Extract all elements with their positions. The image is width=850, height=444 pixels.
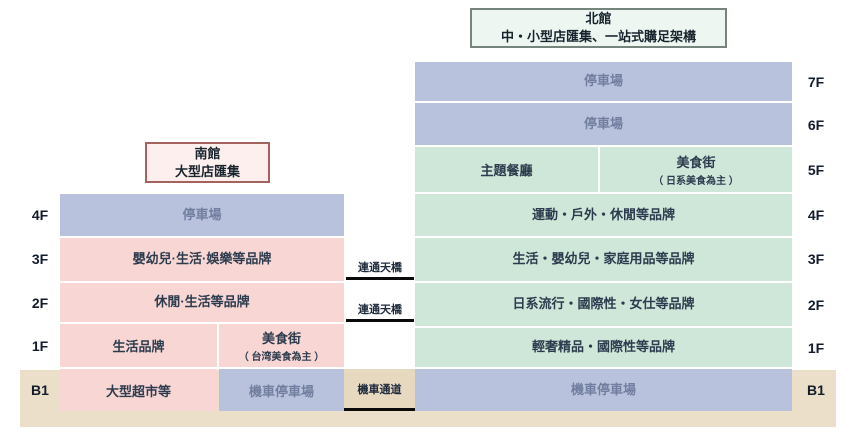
south-floor-1f: 生活品牌 美食街 （ 台湾美食為主 ） — [60, 324, 344, 367]
floor-label-right-1f: 1F — [807, 340, 825, 356]
north-building-subtitle: 中・小型店匯集、一站式購足架構 — [500, 29, 696, 44]
north-floor-b1: 機車停車場 — [415, 369, 792, 411]
north-floor-2f: 日系流行・國際性・女仕等品牌 — [415, 283, 792, 326]
north-building-title-box: 北館 中・小型店匯集、一站式購足架構 — [470, 8, 727, 48]
sky-bridge-upper: 連通天橋 — [346, 256, 414, 280]
north-building-title: 北館 — [585, 11, 612, 27]
south-floor-4f: 停車場 — [60, 194, 344, 236]
floor-label-right-7f: 7F — [807, 74, 825, 90]
floor-label-right-5f: 5F — [807, 162, 825, 178]
floor-label-right-2f: 2F — [807, 297, 825, 313]
north-floor-7f: 停車場 — [415, 62, 792, 101]
north-5f-theme-restaurant: 主題餐廳 — [415, 147, 598, 192]
south-b1-motorcycle-parking: 機車停車場 — [219, 369, 344, 411]
north-floor-5f: 主題餐廳 美食街 （ 日系美食為主 ） — [415, 147, 792, 192]
south-building-subtitle: 大型店匯集 — [174, 163, 240, 179]
sky-bridge-lower: 連通天橋 — [346, 298, 414, 322]
north-floor-6f: 停車場 — [415, 103, 792, 145]
south-floor-b1: 大型超市等 機車停車場 — [60, 369, 344, 411]
north-5f-food-street: 美食街 （ 日系美食為主 ） — [600, 147, 792, 192]
floor-label-left-b1: B1 — [31, 382, 49, 398]
floor-label-left-3f: 3F — [31, 251, 49, 267]
floor-label-left-2f: 2F — [31, 295, 49, 311]
floor-label-right-b1: B1 — [807, 382, 825, 398]
north-floor-3f: 生活・嬰幼兒・家庭用品等品牌 — [415, 238, 792, 281]
motorcycle-passage: 機車通道 — [344, 369, 415, 411]
south-1f-life-brands: 生活品牌 — [60, 324, 217, 367]
floor-label-left-1f: 1F — [31, 338, 49, 354]
floor-label-right-6f: 6F — [807, 117, 825, 133]
south-1f-food-street: 美食街 （ 台湾美食為主 ） — [219, 324, 344, 367]
south-floor-3f: 嬰幼兒·生活·娛樂等品牌 — [60, 238, 344, 281]
floor-label-right-3f: 3F — [807, 251, 825, 267]
floor-label-left-4f: 4F — [31, 207, 49, 223]
south-b1-supermarket: 大型超市等 — [60, 369, 217, 411]
south-building-title: 南館 — [194, 145, 221, 161]
north-floor-1f: 輕奢精品・國際性等品牌 — [415, 328, 792, 367]
south-floor-2f: 休閒·生活等品牌 — [60, 283, 344, 322]
south-building-title-box: 南館 大型店匯集 — [145, 142, 270, 183]
north-floor-4f: 運動・戶外・休閒等品牌 — [415, 194, 792, 236]
floor-label-right-4f: 4F — [807, 207, 825, 223]
